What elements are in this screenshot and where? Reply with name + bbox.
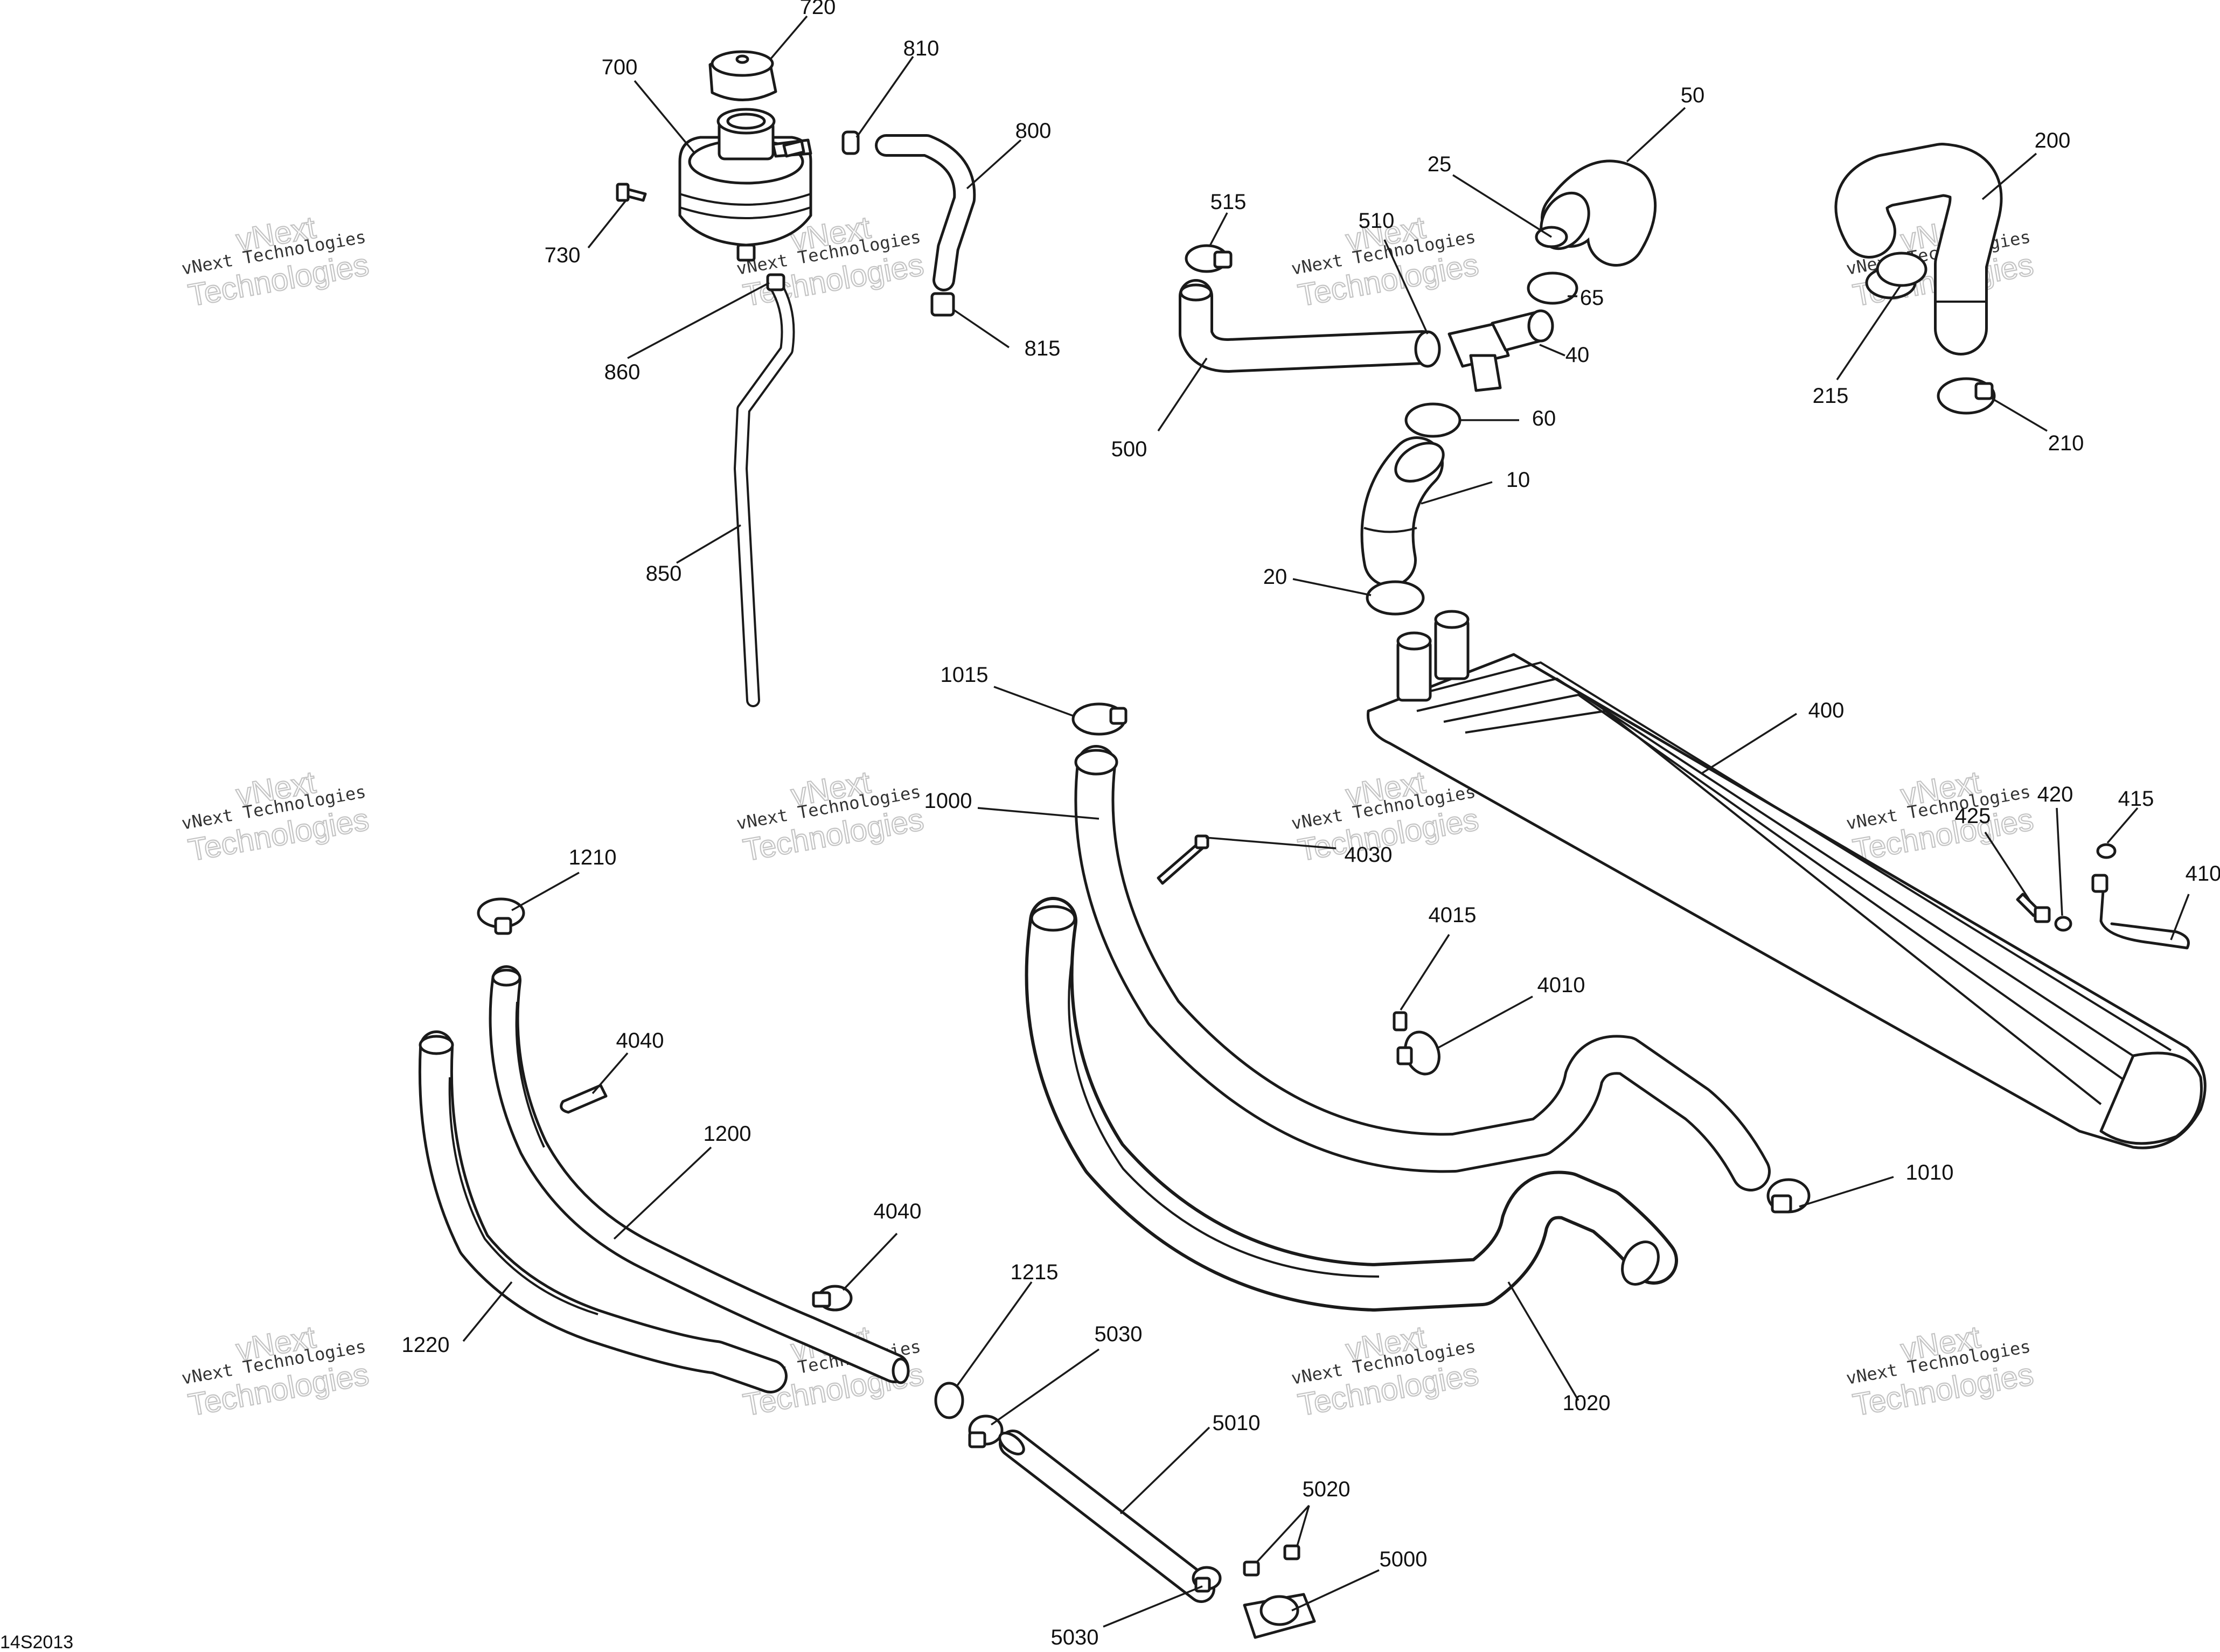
vent-hose-850[interactable]	[734, 273, 795, 707]
lower-hose-group	[418, 702, 2190, 1639]
clip-4040-upper[interactable]	[560, 1084, 608, 1114]
callout-1000: 1000	[924, 789, 972, 813]
clamp-1215[interactable]	[934, 1382, 964, 1419]
callout-730: 730	[545, 243, 581, 267]
upper-hose-group	[1179, 143, 2003, 616]
tube-5010[interactable]	[996, 1429, 1215, 1603]
callout-415: 415	[2118, 787, 2154, 811]
clamp-215[interactable]	[1876, 252, 1927, 287]
callout-420: 420	[2037, 783, 2073, 806]
clamp-1210[interactable]	[477, 897, 525, 935]
bolt-730[interactable]	[616, 183, 647, 202]
tank-cap[interactable]	[708, 50, 777, 101]
callout-4040-upper: 4040	[616, 1029, 664, 1052]
callout-10: 10	[1506, 468, 1530, 492]
callout-410: 410	[2186, 862, 2220, 886]
clamp-515[interactable]	[1185, 244, 1233, 273]
callout-1200: 1200	[704, 1122, 751, 1146]
clamp-810[interactable]	[841, 130, 860, 155]
callout-1020: 1020	[1563, 1391, 1611, 1415]
clip-4010[interactable]	[1396, 1027, 1445, 1079]
elbow-hose-50[interactable]	[1532, 159, 1657, 267]
callout-815: 815	[1025, 337, 1061, 360]
callout-500: 500	[1111, 437, 1147, 461]
hose-1020[interactable]	[1025, 897, 1678, 1312]
callout-1210: 1210	[569, 846, 617, 869]
callout-20: 20	[1263, 565, 1288, 589]
callout-4015: 4015	[1429, 903, 1477, 927]
callout-700: 700	[602, 55, 638, 79]
callout-200: 200	[2035, 129, 2071, 152]
clamp-60[interactable]	[1404, 402, 1462, 438]
callout-1215: 1215	[1011, 1260, 1059, 1284]
clamp-5030-lower[interactable]	[1192, 1566, 1222, 1593]
clamp-210[interactable]	[1937, 377, 1996, 415]
screw-4015[interactable]	[1393, 1011, 1408, 1031]
callout-65: 65	[1580, 286, 1604, 310]
callout-510: 510	[1359, 209, 1395, 233]
bolt-425[interactable]	[2016, 893, 2051, 923]
hose-500[interactable]	[1179, 279, 1439, 373]
callout-1010: 1010	[1906, 1161, 1954, 1184]
washer-420[interactable]	[2054, 916, 2072, 932]
heat-exchanger-400[interactable]	[1367, 610, 2207, 1149]
washer-415[interactable]	[2096, 843, 2117, 859]
clamp-1010[interactable]	[1766, 1178, 1811, 1214]
hose-1220[interactable]	[418, 1030, 788, 1393]
leader-lines	[462, 15, 2190, 1628]
callout-850: 850	[646, 562, 682, 585]
clamp-4040-lower[interactable]	[812, 1285, 853, 1312]
callout-720: 720	[800, 0, 836, 19]
wire-410[interactable]	[2091, 874, 2190, 950]
callout-40: 40	[1565, 343, 1590, 367]
expansion-tank[interactable]	[678, 108, 812, 262]
callout-1015: 1015	[941, 663, 989, 687]
clamp-510[interactable]	[1414, 330, 1441, 368]
callout-4010: 4010	[1537, 973, 1585, 997]
expansion-tank-group	[616, 50, 976, 707]
diagram-reference: 14S2013	[0, 1632, 73, 1652]
callout-425: 425	[1955, 804, 1991, 828]
callout-810: 810	[903, 37, 940, 60]
callout-5010: 5010	[1213, 1411, 1261, 1435]
elbow-hose-10[interactable]	[1360, 435, 1450, 587]
callout-5020: 5020	[1303, 1477, 1351, 1501]
screw-5020-a[interactable]	[1243, 1560, 1260, 1577]
screw-5020-b[interactable]	[1283, 1544, 1300, 1560]
hose-1000[interactable]	[1074, 745, 1771, 1191]
callout-5030-upper: 5030	[1095, 1322, 1143, 1346]
callout-50: 50	[1681, 83, 1705, 107]
callout-215: 215	[1813, 384, 1849, 408]
callout-5000: 5000	[1380, 1548, 1428, 1571]
clamp-65[interactable]	[1527, 271, 1578, 305]
tee-fitting-40[interactable]	[1447, 309, 1554, 392]
hose-1200[interactable]	[489, 965, 910, 1384]
callout-1220: 1220	[402, 1333, 450, 1357]
callout-515: 515	[1210, 190, 1247, 214]
callout-labels: 720 810 700 800 730 860 815 850 50 25 51…	[402, 0, 2220, 1649]
callout-4030: 4030	[1345, 843, 1393, 867]
sensor-4030[interactable]	[1157, 834, 1209, 885]
callout-5030-lower: 5030	[1051, 1626, 1099, 1649]
clamp-1015[interactable]	[1071, 702, 1128, 736]
callout-800: 800	[1015, 119, 1052, 143]
overflow-hose-800[interactable]	[875, 134, 976, 317]
callout-60: 60	[1532, 407, 1556, 430]
callout-4040-lower: 4040	[874, 1200, 922, 1223]
callout-400: 400	[1808, 699, 1845, 722]
clamp-20[interactable]	[1366, 580, 1425, 616]
bracket-5000[interactable]	[1243, 1593, 1316, 1639]
callout-860: 860	[604, 360, 641, 384]
callout-25: 25	[1428, 152, 1452, 176]
callout-210: 210	[2048, 431, 2084, 455]
